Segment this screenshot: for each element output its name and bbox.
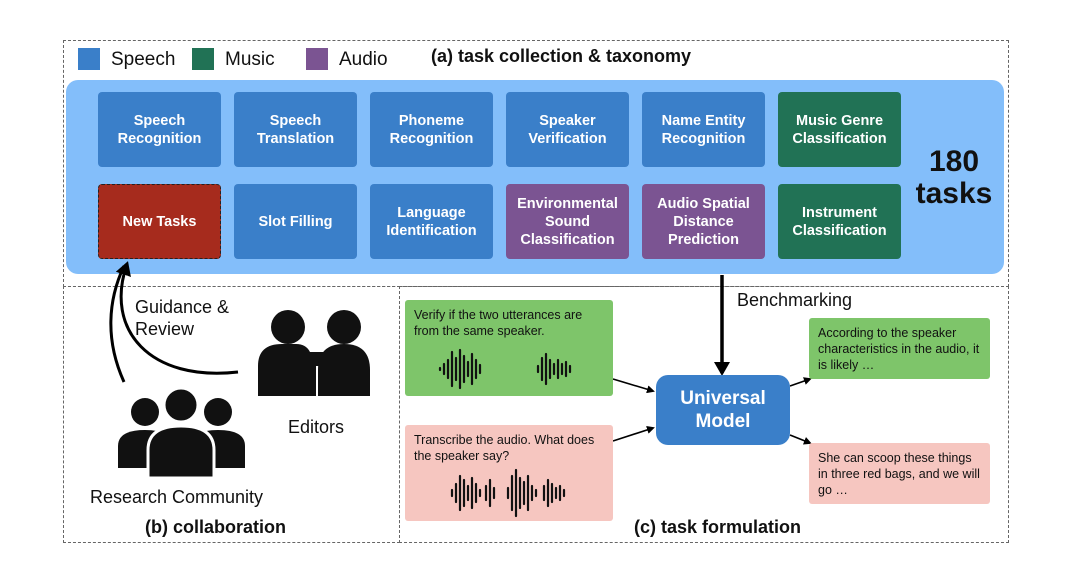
- research-community-icon: [118, 386, 245, 480]
- output-speaker-characteristics: According to the speaker characteristics…: [809, 318, 990, 379]
- legend-swatch-music: [192, 48, 214, 70]
- input-2-text: Transcribe the audio. What does the spea…: [414, 433, 595, 463]
- section-c-title: (c) task formulation: [634, 517, 802, 537]
- task-phoneme-recognition: Phoneme Recognition: [370, 92, 493, 167]
- legend-label-music: Music: [225, 49, 275, 70]
- waveform-icon-2: [450, 468, 566, 518]
- waveform-icon-1: [438, 348, 572, 390]
- output1-arrow: [789, 377, 812, 387]
- output-2-text: She can scoop these things in three red …: [818, 451, 980, 497]
- task-speech-translation: Speech Translation: [234, 92, 357, 167]
- research-community-label: Research Community: [90, 487, 264, 507]
- input-transcription: Transcribe the audio. What does the spea…: [405, 425, 613, 521]
- section-b-title: (b) collaboration: [145, 517, 286, 537]
- section-a-title: (a) task collection & taxonomy: [431, 46, 692, 66]
- task-count: 180 tasks: [915, 145, 993, 210]
- legend-swatch-speech: [78, 48, 100, 70]
- input-1-text: Verify if the two utterances are from th…: [414, 308, 583, 338]
- legend-swatch-audio: [306, 48, 328, 70]
- legend-label-speech: Speech: [111, 49, 176, 70]
- editors-label: Editors: [288, 417, 345, 437]
- legend-label-audio: Audio: [339, 49, 388, 70]
- task-language-identification: Language Identification: [370, 184, 493, 259]
- task-instrument-classification: Instrument Classification: [778, 184, 901, 259]
- task-environmental-sound-classification: Environmental Sound Classification: [506, 184, 629, 259]
- task-music-genre-classification: Music Genre Classification: [778, 92, 901, 167]
- section-c-frame: [399, 286, 1009, 543]
- task-speech-recognition: Speech Recognition: [98, 92, 221, 167]
- output-transcription: She can scoop these things in three red …: [809, 443, 990, 504]
- input2-arrow: [612, 426, 655, 442]
- task-audio-spatial-distance-prediction: Audio Spatial Distance Prediction: [642, 184, 765, 259]
- input-speaker-verification: Verify if the two utterances are from th…: [405, 300, 613, 396]
- editors-icon: [258, 310, 370, 396]
- universal-model-box: Universal Model: [656, 375, 790, 445]
- guidance-arrow-inner: [109, 265, 126, 383]
- output-1-text: According to the speaker characteristics…: [818, 326, 980, 372]
- task-new-tasks: New Tasks: [98, 184, 221, 259]
- guidance-arrow-outer: [115, 261, 239, 375]
- task-slot-filling: Slot Filling: [234, 184, 357, 259]
- benchmarking-label: Benchmarking: [737, 290, 853, 310]
- guidance-review-label: Guidance & Review: [135, 297, 230, 339]
- task-name-entity-recognition: Name Entity Recognition: [642, 92, 765, 167]
- input1-arrow: [612, 378, 655, 394]
- task-speaker-verification: Speaker Verification: [506, 92, 629, 167]
- output2-arrow: [789, 434, 812, 445]
